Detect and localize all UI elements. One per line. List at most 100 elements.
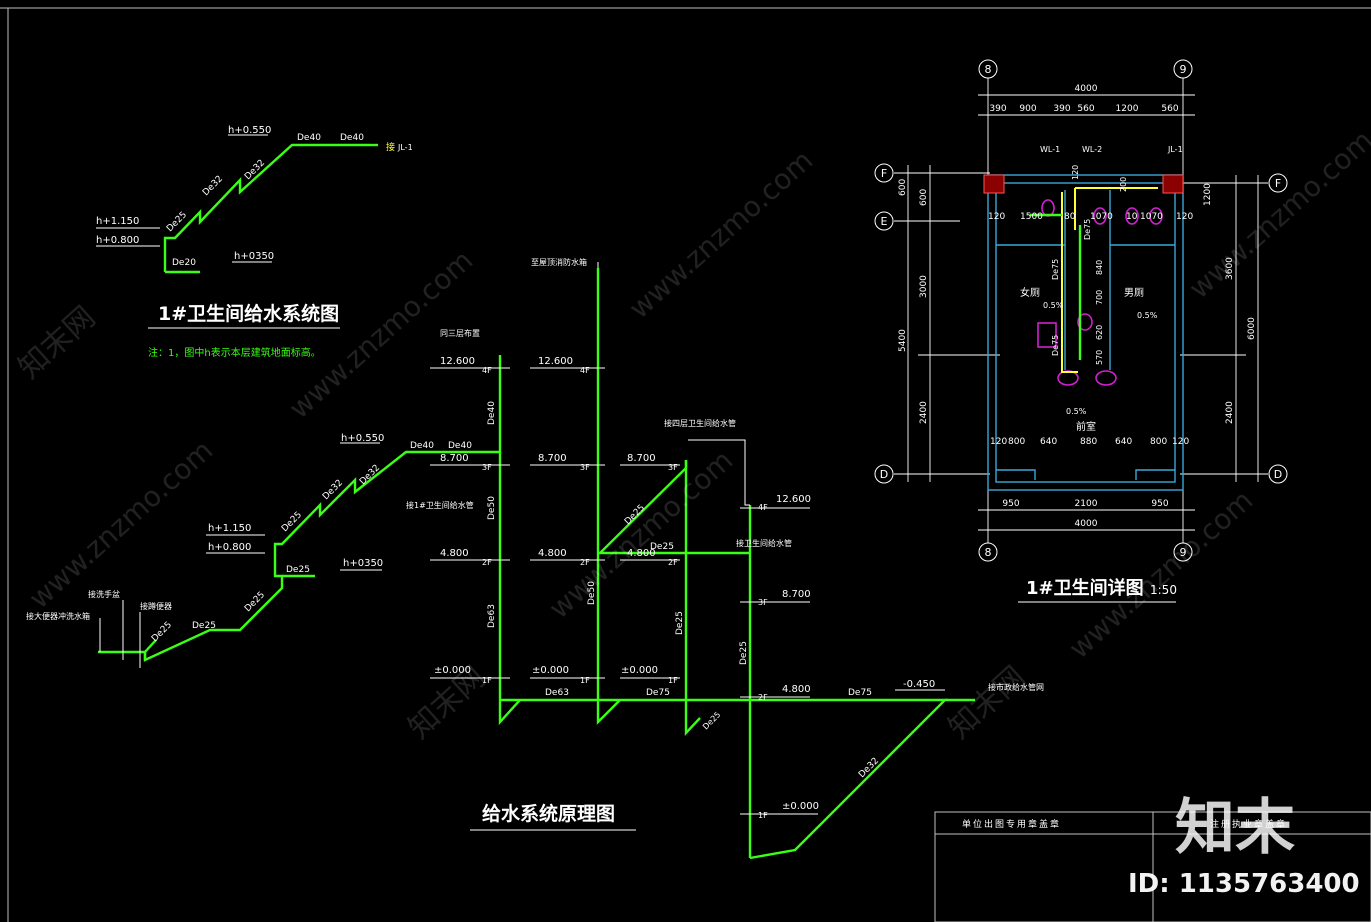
elev-minus-0450: -0.450 — [903, 679, 935, 690]
plan-200: 200 — [1119, 177, 1128, 192]
fixture-mop-sink — [1037, 322, 1057, 348]
toprow-1500: 1500 — [1020, 212, 1043, 222]
principle-title: 给水系统原理图 — [482, 802, 615, 825]
floor-3f-b: 3F — [580, 463, 590, 472]
riser-3 — [684, 460, 701, 737]
plan-120: 120 — [1071, 165, 1080, 180]
fixture-urinal — [1077, 313, 1093, 331]
watermark-site-1: www.znzmo.com — [23, 434, 220, 616]
floor-3f-c: 3F — [668, 463, 678, 472]
label-wl2: WL-2 — [1082, 145, 1102, 154]
floor-2f-a: 2F — [482, 558, 492, 567]
top-elev-h1150: h+1.150 — [96, 216, 139, 227]
elev-8700-b: 8.700 — [538, 453, 567, 464]
toprow-120b: 120 — [1176, 212, 1193, 222]
watermarks: www.znzmo.com www.znzmo.com www.znzmo.co… — [12, 124, 1371, 899]
axis-8-bottom-label: 8 — [985, 546, 992, 559]
label-to-4f-wc: 接四层卫生间给水管 — [664, 418, 736, 428]
axis-9-bottom-label: 9 — [1180, 546, 1187, 559]
elev-0000-b: ±0.000 — [532, 665, 569, 676]
floor-1f-b: 1F — [580, 676, 590, 685]
fixture-toilet-3 — [1149, 207, 1163, 225]
floor-3f-d: 3F — [758, 598, 768, 607]
column-left — [983, 174, 1005, 194]
label-jl1: JL-1 — [1167, 145, 1183, 154]
dim-top-560b: 560 — [1161, 104, 1178, 114]
label-roof-tank: 至屋顶消防水箱 — [531, 257, 587, 267]
elev-12600-b: 12.600 — [538, 356, 573, 367]
label-to-wc: 接卫生间给水管 — [736, 538, 792, 548]
elevation-lines — [430, 367, 945, 815]
watermark-id: ID: 1135763400 — [1128, 869, 1360, 899]
left-pipe-de25e: De25 — [150, 620, 174, 644]
elev-8700-c: 8.700 — [627, 453, 656, 464]
main-pipe-de63: De63 — [545, 688, 569, 698]
title-block-unit-seal: 单位出图专用章盖章 — [962, 818, 1061, 830]
axis-D-left-label: D — [880, 468, 888, 481]
watermark-cn-3: 知末网 — [942, 660, 1032, 746]
riser-1 — [498, 355, 521, 726]
plan-title: 1#卫生间详图 — [1026, 577, 1144, 599]
dim-top-390a: 390 — [989, 104, 1006, 114]
top-system-note: 注：1，图中h表示本层建筑地面标高。 — [148, 346, 321, 359]
top-riser-pipe — [163, 143, 370, 272]
elev-0000-c: ±0.000 — [621, 665, 658, 676]
label-wl1: WL-1 — [1040, 145, 1060, 154]
top-elev-h0800: h+0.800 — [96, 235, 139, 246]
fixture-basin-right — [1095, 370, 1117, 386]
elev-4800-d: 4.800 — [782, 684, 811, 695]
axis-9-top-label: 9 — [1180, 63, 1187, 76]
left-pipe-de40b: De40 — [448, 441, 472, 451]
axis-E-left-label: E — [881, 215, 888, 228]
slope-women: 0.5% — [1043, 301, 1064, 310]
inner-640b: 640 — [1115, 437, 1132, 447]
dim-left-2400: 2400 — [919, 401, 929, 424]
axis-F-right-label: F — [1275, 177, 1281, 190]
floor-4f-b: 4F — [580, 366, 590, 375]
axis-F-right — [1268, 173, 1288, 193]
main-horizontal — [500, 698, 948, 860]
inner-800a: 800 — [1008, 437, 1025, 447]
plan-outer-wall — [987, 174, 1184, 491]
left-elev-h1150: h+1.150 — [208, 523, 251, 534]
elev-4800-c: 4.800 — [627, 548, 656, 559]
axis-F-left — [874, 163, 894, 183]
elev-0000-a: ±0.000 — [434, 665, 471, 676]
branch-pipe-de25-b: De25 — [650, 542, 674, 552]
plan-scale: 1:50 — [1150, 583, 1177, 597]
watermark-brand-logo: 知末 — [1175, 793, 1295, 863]
inner-640a: 640 — [1040, 437, 1057, 447]
floor-4f-a: 4F — [482, 366, 492, 375]
watermark-site-3: www.znzmo.com — [543, 444, 740, 626]
floor-3f-a: 3F — [482, 463, 492, 472]
main-pipe-de75-b: De75 — [848, 688, 872, 698]
slope-men: 0.5% — [1137, 311, 1158, 320]
floor-4f-c: 4F — [758, 503, 768, 512]
dim-right-3600: 3600 — [1225, 257, 1235, 280]
floor-1f-d: 1F — [758, 811, 768, 820]
plan-840: 840 — [1095, 260, 1104, 275]
watermark-cn-1: 知末网 — [12, 300, 102, 386]
branch-pipe-de25-c: De25 — [701, 710, 722, 731]
left-pipe-de25d: De25 — [192, 621, 216, 631]
riser-2 — [596, 268, 621, 725]
elev-4800-a: 4.800 — [440, 548, 469, 559]
dim-left-3000: 3000 — [919, 275, 929, 298]
left-pipe-de40a: De40 — [410, 441, 434, 451]
column-right — [1162, 174, 1184, 194]
inner-120b: 120 — [1172, 437, 1189, 447]
fixture-basin-left — [1057, 370, 1079, 386]
toprow-120a: 120 — [988, 212, 1005, 222]
riser-pipe-de50-b: De50 — [587, 581, 597, 605]
floor-2f-b: 2F — [580, 558, 590, 567]
elev-8700-a: 8.700 — [440, 453, 469, 464]
left-elev-h0550: h+0.550 — [341, 433, 384, 444]
plan-700: 700 — [1095, 290, 1104, 305]
left-label-wash-basin: 接洗手盆 — [88, 589, 120, 599]
top-pipe-de32b: De32 — [201, 174, 225, 198]
dim-right-2400: 2400 — [1225, 401, 1235, 424]
left-connector — [143, 639, 157, 660]
riser-pipe-de40: De40 — [487, 401, 497, 425]
floor-1f-c: 1F — [668, 676, 678, 685]
